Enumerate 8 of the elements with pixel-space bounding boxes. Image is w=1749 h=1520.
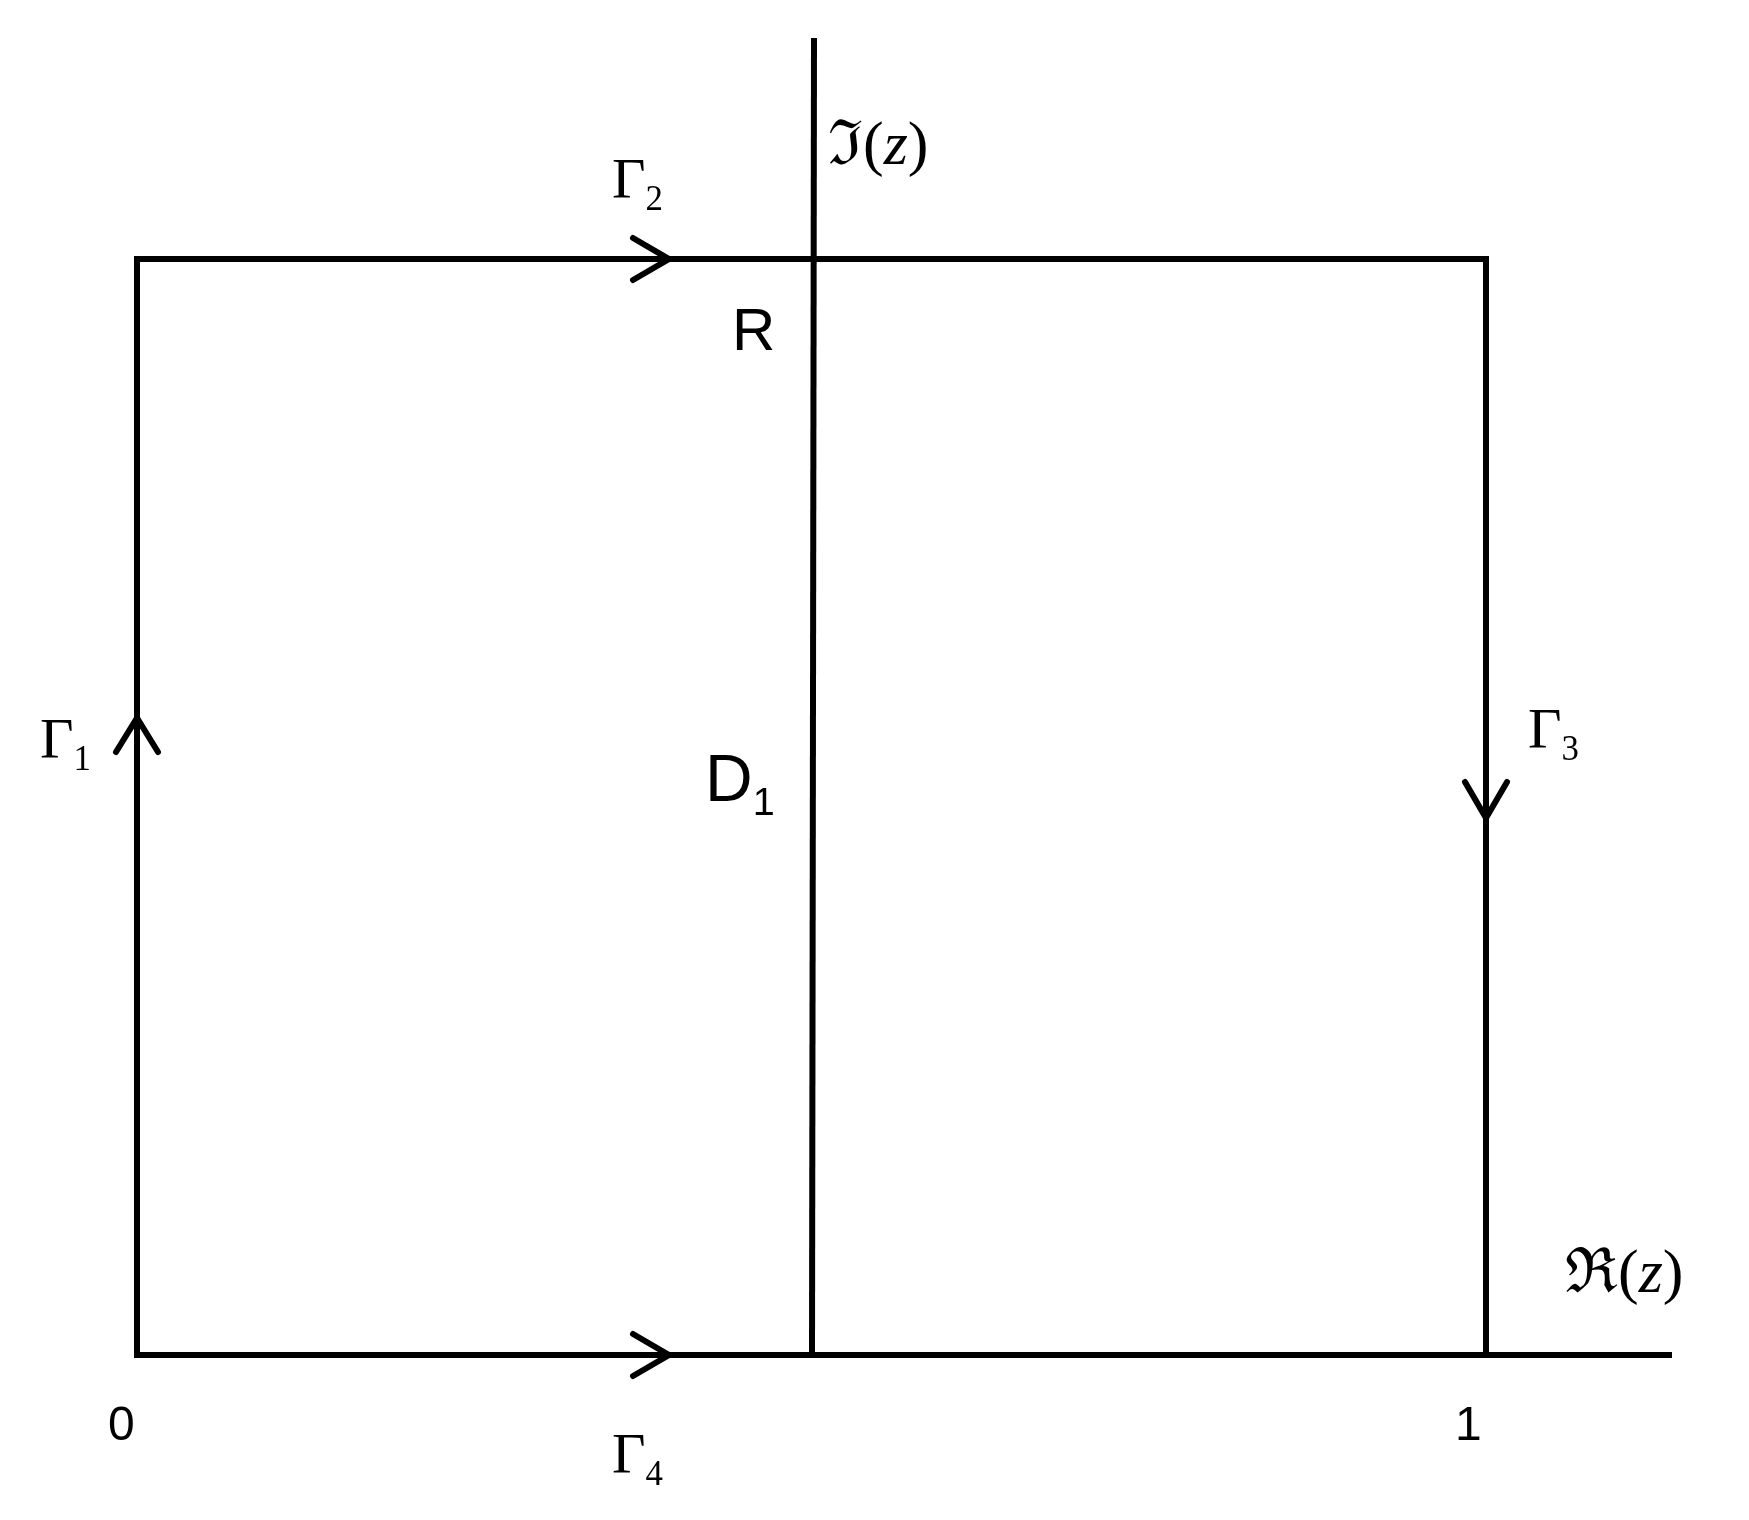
contour-label: Γ$_{3}$ <box>1528 700 1579 767</box>
region-label: D$_{1}$ <box>705 745 775 822</box>
contour-label: Γ$_{2}$ <box>612 150 663 217</box>
contour-label: Γ$_{1}$ <box>40 710 91 777</box>
contour-label: Γ$_{4}$ <box>612 1425 663 1492</box>
tick-label: 0 <box>108 1400 135 1448</box>
point-label: R <box>732 300 776 360</box>
tick-label: 1 <box>1455 1400 1482 1448</box>
